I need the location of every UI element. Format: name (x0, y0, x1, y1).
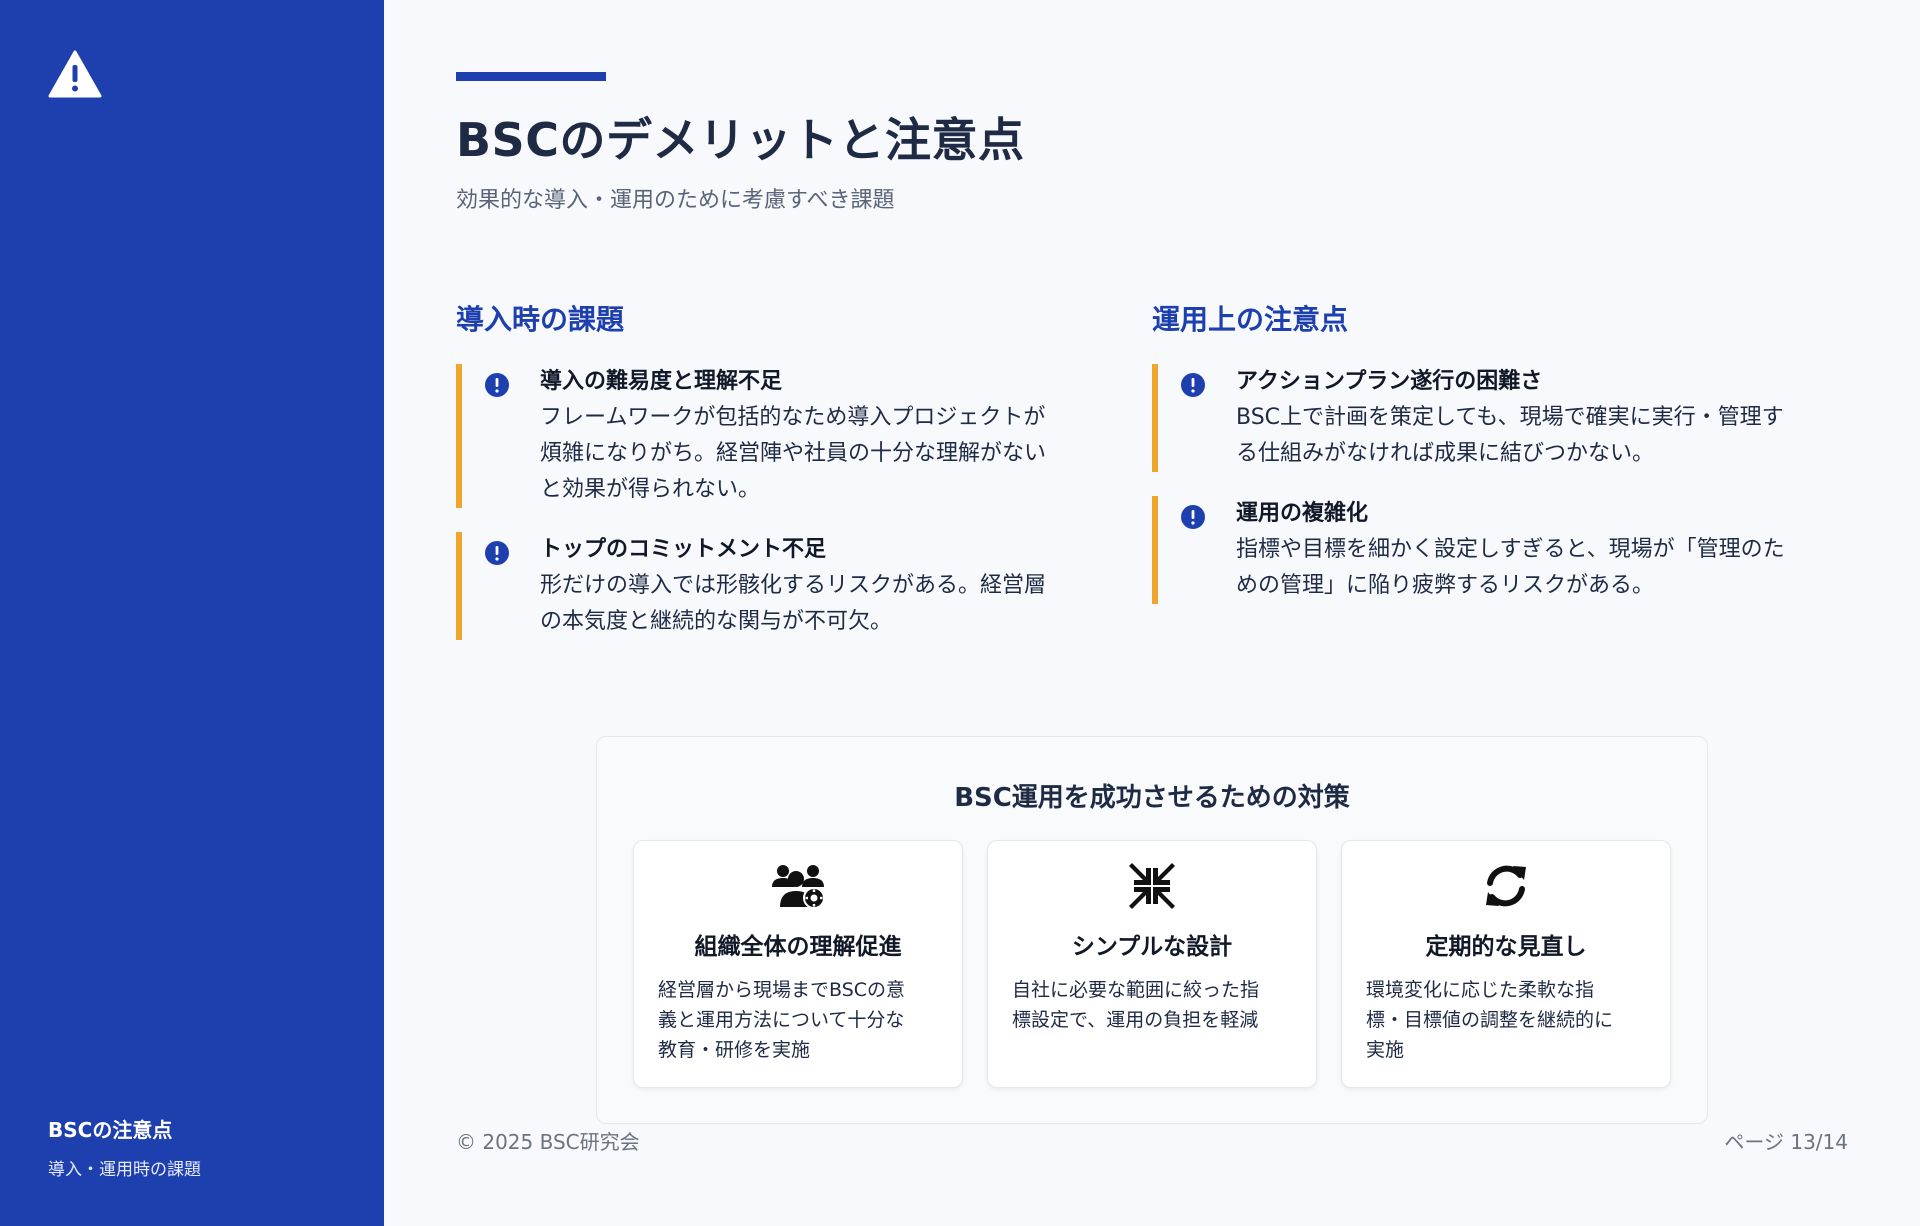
measure-card-title: シンプルな設計 (1071, 934, 1233, 960)
measures-title: BSC運用を成功させるための対策 (954, 783, 1350, 813)
operation-notes-column: 運用上の注意点 アクションプラン遂行の困難さ BSC上で計画を策定しても、現場で… (1152, 298, 1792, 628)
issue-item: 運用の複雑化 指標や目標を細かく設定しすぎると、現場が「管理のた めの管理」に陥… (1152, 496, 1792, 604)
warning-triangle-icon (48, 50, 102, 98)
introduction-issues-heading: 導入時の課題 (456, 303, 625, 336)
measures-panel: BSC運用を成功させるための対策 (596, 736, 1708, 1124)
sidebar: BSCの注意点 導入・運用時の課題 (0, 0, 384, 1226)
issue-description-line: めの管理」に陥り疲弊するリスクがある。 (1236, 573, 1655, 598)
issue-description: フレームワークが包括的なため導入プロジェクトが 煩雑になりがち。経営陣や社員の十… (540, 400, 1096, 508)
measure-card-line: 義と運用方法について十分な (658, 1009, 905, 1031)
measure-card-line: 標・目標値の調整を継続的に (1366, 1009, 1614, 1031)
measure-card-line: 標設定で、運用の負担を軽減 (1012, 1009, 1259, 1031)
issue-description-line: BSC上で計画を策定しても、現場で確実に実行・管理す (1236, 405, 1784, 430)
issue-item: トップのコミットメント不足 形だけの導入では形骸化するリスクがある。経営層 の本… (456, 532, 1096, 640)
compress-arrows-icon (1129, 863, 1175, 909)
issue-description-line: と効果が得られない。 (540, 477, 761, 502)
footer-copyright: © 2025 BSC研究会 (456, 1130, 640, 1154)
issue-item: アクションプラン遂行の困難さ BSC上で計画を策定しても、現場で確実に実行・管理… (1152, 364, 1792, 472)
issue-description-line: 指標や目標を細かく設定しすぎると、現場が「管理のた (1236, 537, 1785, 562)
exclamation-circle-icon (1181, 373, 1205, 397)
measure-card-description: 経営層から現場までBSCの意 義と運用方法について十分な 教育・研修を実施 (658, 975, 940, 1065)
exclamation-circle-icon (1181, 505, 1205, 529)
measure-card-description: 環境変化に応じた柔軟な指 標・目標値の調整を継続的に 実施 (1366, 975, 1648, 1065)
issue-description-line: る仕組みがなければ成果に結びつかない。 (1236, 441, 1655, 466)
operation-notes-heading: 運用上の注意点 (1152, 303, 1349, 336)
issue-description-line: 形だけの導入では形骸化するリスクがある。経営層 (540, 573, 1047, 598)
exclamation-circle-icon (485, 541, 509, 565)
issue-description: BSC上で計画を策定しても、現場で確実に実行・管理す る仕組みがなければ成果に結… (1236, 400, 1792, 472)
measure-card-line: 経営層から現場までBSCの意 (658, 979, 906, 1001)
measure-card-line: 実施 (1366, 1039, 1405, 1061)
measure-card-title: 組織全体の理解促進 (694, 934, 902, 960)
measure-card-line: 環境変化に応じた柔軟な指 (1366, 979, 1595, 1001)
issue-item: 導入の難易度と理解不足 フレームワークが包括的なため導入プロジェクトが 煩雑にな… (456, 364, 1096, 508)
sync-arrows-icon (1486, 865, 1526, 907)
issue-title: 導入の難易度と理解不足 (540, 369, 783, 394)
measure-card-regular-review: 定期的な見直し 環境変化に応じた柔軟な指 標・目標値の調整を継続的に 実施 (1341, 840, 1671, 1088)
page-subtitle: 効果的な導入・運用のために考慮すべき課題 (456, 188, 895, 213)
measure-card-line: 教育・研修を実施 (658, 1039, 811, 1061)
sidebar-title: BSCの注意点 (48, 1118, 173, 1142)
measure-card-title: 定期的な見直し (1425, 934, 1587, 960)
page-number: ページ 13/14 (1724, 1130, 1848, 1154)
introduction-issues-column: 導入時の課題 導入の難易度と理解不足 フレームワークが包括的なため導入プロジェク… (456, 298, 1096, 664)
page-title: BSCのデメリットと注意点 (456, 113, 1025, 167)
measure-card-description: 自社に必要な範囲に絞った指 標設定で、運用の負担を軽減 (1012, 975, 1294, 1035)
issue-title: アクションプラン遂行の困難さ (1236, 369, 1543, 394)
title-accent-bar (456, 72, 606, 81)
users-gear-icon (772, 865, 825, 909)
measure-card-line: 自社に必要な範囲に絞った指 (1012, 979, 1260, 1001)
sidebar-subtitle: 導入・運用時の課題 (48, 1160, 201, 1180)
issue-title: トップのコミットメント不足 (540, 537, 827, 562)
issue-description: 形だけの導入では形骸化するリスクがある。経営層 の本気度と継続的な関与が不可欠。 (540, 568, 1096, 640)
issue-title: 運用の複雑化 (1236, 501, 1369, 526)
issue-description-line: の本気度と継続的な関与が不可欠。 (540, 609, 893, 634)
measure-card-understanding: 組織全体の理解促進 経営層から現場までBSCの意 義と運用方法について十分な 教… (633, 840, 963, 1088)
measure-card-simple-design: シンプルな設計 自社に必要な範囲に絞った指 標設定で、運用の負担を軽減 (987, 840, 1317, 1088)
slide-content: BSCのデメリットと注意点 効果的な導入・運用のために考慮すべき課題 導入時の課… (384, 0, 1920, 1226)
issue-description: 指標や目標を細かく設定しすぎると、現場が「管理のた めの管理」に陥り疲弊するリス… (1236, 532, 1792, 604)
issue-description-line: フレームワークが包括的なため導入プロジェクトが (540, 405, 1046, 430)
issue-description-line: 煩雑になりがち。経営陣や社員の十分な理解がない (540, 441, 1047, 466)
exclamation-circle-icon (485, 373, 509, 397)
